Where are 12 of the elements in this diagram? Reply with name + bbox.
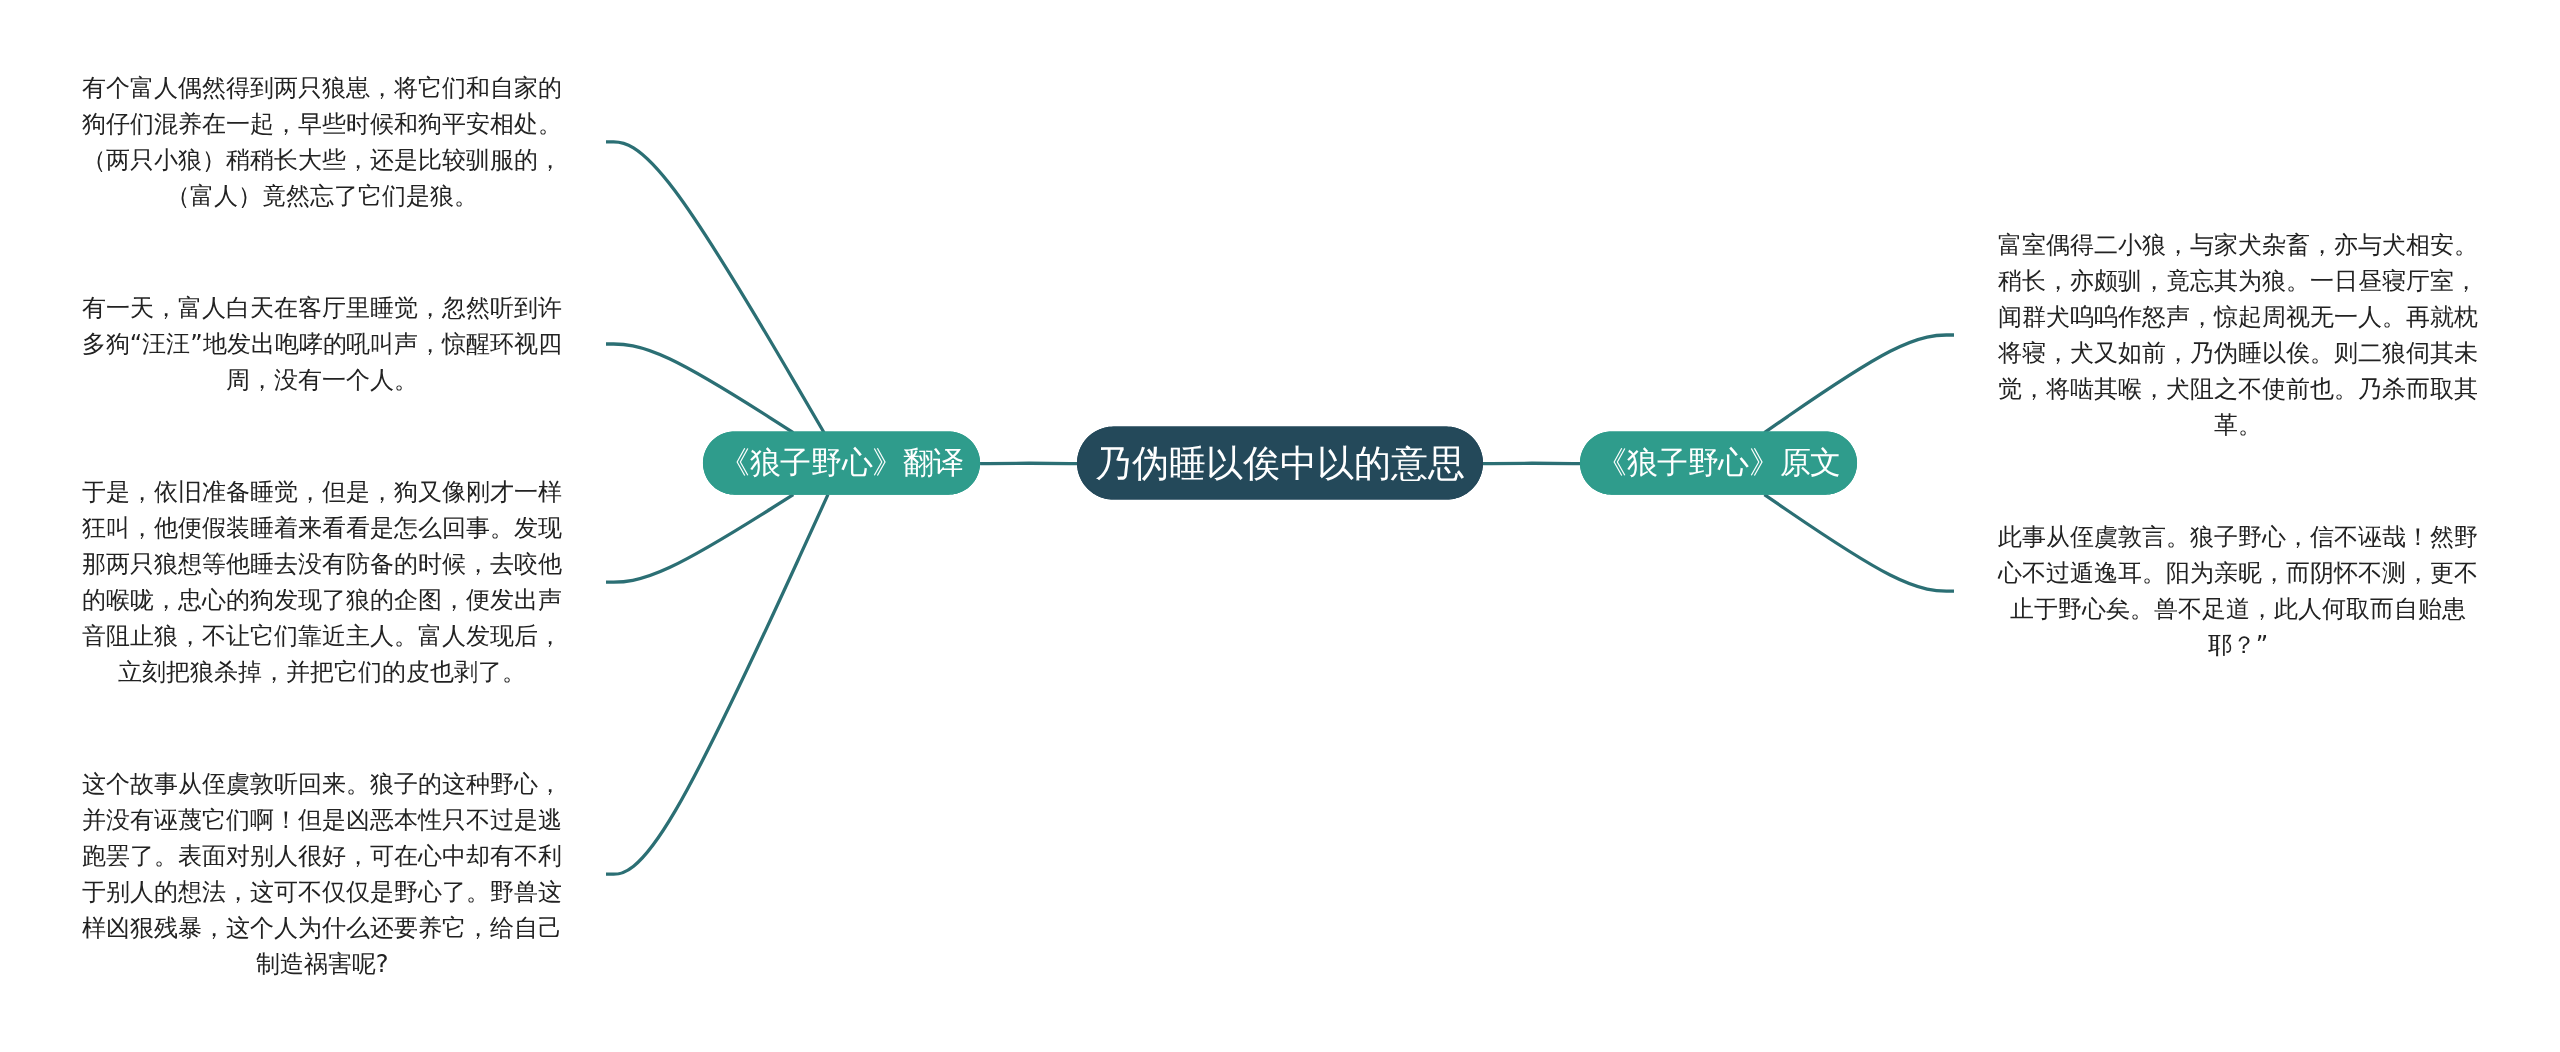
- node-text: 此事从侄虞敦言。狼子野心，信不诬哉！然野心不过遁逸耳。阳为亲昵，而阴怀不测，更不止于野心矣。兽不足道，此人何取而自贻患耶？”: [1998, 523, 2478, 659]
- node-text: 这个故事从侄虞敦听回来。狼子的这种野心，并没有诬蔑它们啊！但是凶恶本性只不过是逃跑罢了。表面对别人很好，可在心中却有不利于别人的想法，这可不仅仅是野心了。野兽这样凶狠残暴，这个人为什么还要养它，给自己制造祸害呢?: [82, 770, 562, 978]
- connector: [605, 342, 795, 434]
- node-text: 有一天，富人白天在客厅里睡觉，忽然听到许多狗“汪汪”地发出咆哮的吼叫声，惊醒环视四周，没有一个人。: [81, 294, 563, 394]
- connector: [605, 140, 826, 434]
- node-text: 于是，依旧准备睡觉，但是，狗又像刚才一样狂叫，他便假装睡着来看看是怎么回事。发现那两只狼想等他睡去没有防备的时候，去咬他的喉咙，忠心的狗发现了狼的企图，便发出声音阻止狼，不让它们靠近主人。富人发现后，立刻把狼杀掉，并把它们的皮也剥了。: [82, 478, 562, 686]
- connector: [1763, 493, 1955, 593]
- node-text: 富室偶得二小狼，与家犬杂畜，亦与犬相安。稍长，亦颇驯，竟忘其为狼。一日昼寝厅室，闻群犬呜呜作怒声，惊起周视无一人。再就枕将寝，犬又如前，乃伪睡以俟。则二狼伺其未觉，将啮其喉，犬阻之不使前也。乃杀而取其革。: [1998, 231, 2478, 439]
- connector: [605, 494, 830, 876]
- connector: [605, 493, 795, 584]
- node-text: 有个富人偶然得到两只狼崽，将它们和自家的狗仔们混养在一起，早些时候和狗平安相处。（两只小狼）稍稍长大些，还是比较驯服的，（富人）竟然忘了它们是狼。: [82, 74, 562, 210]
- connector: [1763, 333, 1955, 434]
